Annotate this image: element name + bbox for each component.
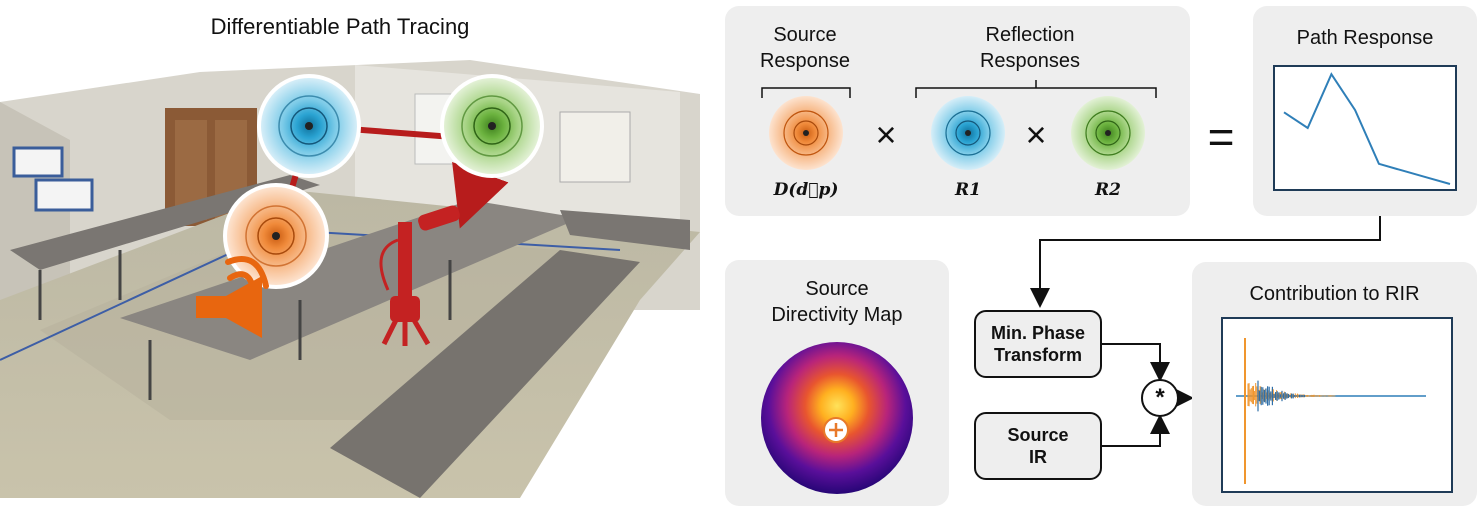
- path-response-line: [1283, 72, 1451, 185]
- source-symbol: D(d⃗p): [773, 180, 839, 200]
- convolution-symbol: *: [1155, 384, 1165, 411]
- source-directivity-title: Source Directivity Map: [771, 278, 903, 326]
- reflection-r2-circle: [1071, 96, 1145, 170]
- multiply-sign-2: ×: [1025, 114, 1047, 155]
- min-phase-transform-block: Min. Phase Transform: [974, 310, 1102, 378]
- microphone-icon: [379, 205, 460, 346]
- path-response-title: Path Response: [1296, 27, 1434, 49]
- source-response-label: Source Response: [759, 24, 851, 72]
- sourceir-to-conv-arrow: [1102, 414, 1170, 447]
- r2-symbol: R2: [1095, 180, 1121, 200]
- rir-blue-wave: [1257, 380, 1306, 412]
- convolution-node: [1141, 379, 1179, 417]
- rir-contribution-title: Contribution to RIR: [1249, 283, 1420, 305]
- speaker-icon: [196, 256, 269, 338]
- r1-symbol: R1: [955, 180, 981, 200]
- path-to-minphase-arrow: [1030, 216, 1381, 308]
- minphase-to-conv-arrow: [1102, 343, 1170, 382]
- reflection-r1-circle: [931, 96, 1005, 170]
- source-ir-block: Source IR: [974, 412, 1102, 480]
- source-brace: [761, 87, 851, 98]
- source-response-circle: [769, 96, 843, 170]
- multiply-sign-1: ×: [875, 114, 897, 155]
- reflection-responses-label: Reflection Responses: [979, 24, 1081, 72]
- equals-sign: =: [1207, 111, 1235, 163]
- left-title: Differentiable Path Tracing: [210, 14, 470, 39]
